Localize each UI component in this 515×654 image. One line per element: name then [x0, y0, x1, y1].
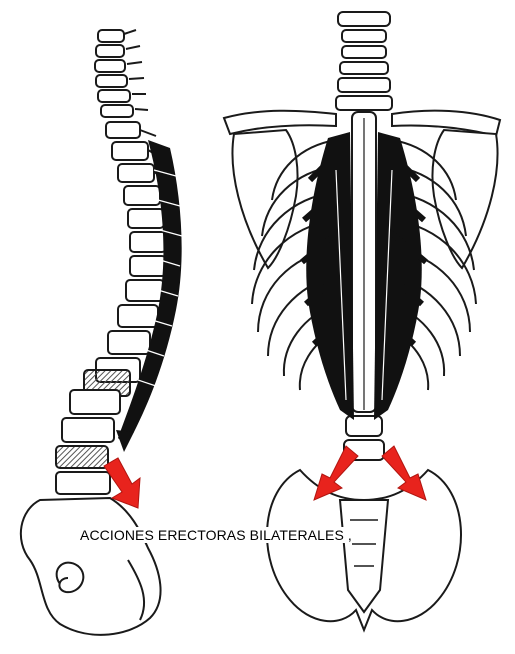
red-arrow-posterior-left [314, 446, 358, 500]
cervical-vertebrae [95, 30, 148, 117]
lumbar-vertebrae [56, 390, 120, 494]
lateral-pelvis [21, 498, 161, 635]
left-scapula [232, 130, 297, 268]
posterior-spine [352, 112, 376, 412]
lateral-spine-illustration [21, 30, 182, 635]
right-scapula [432, 130, 497, 268]
diagram-caption: ACCIONES ERECTORAS BILATERALES , [78, 527, 354, 543]
posterior-cervical [336, 12, 392, 110]
